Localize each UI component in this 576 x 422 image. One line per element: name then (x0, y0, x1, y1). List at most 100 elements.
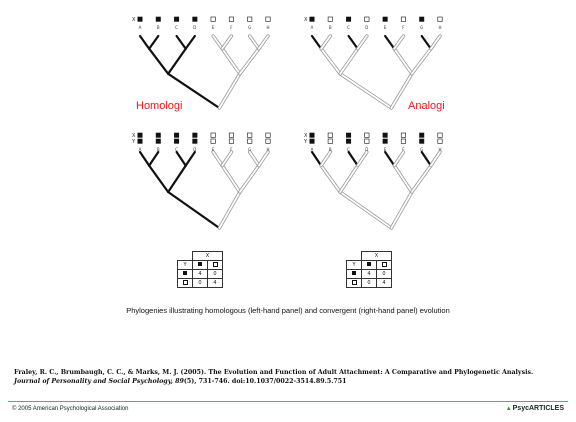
white-square-icon (376, 260, 392, 270)
copyright-notice: © 2005 American Psychological Associatio… (12, 406, 129, 412)
branch-terminal (320, 35, 332, 50)
branch-internal (410, 164, 432, 193)
trait-x-marker (327, 132, 333, 138)
psycarticles-logo: ▲PsycARTICLES (506, 405, 564, 412)
branch-terminal (347, 150, 359, 167)
trait-y-marker (437, 138, 443, 144)
trait-y-marker (192, 138, 198, 144)
branch-root-left (339, 191, 393, 229)
trait-y-marker (364, 138, 370, 144)
homology-label: Homologi (136, 100, 183, 112)
branch-internal (320, 164, 342, 193)
black-square-icon (346, 269, 362, 279)
matrix-cell: 4 (192, 269, 208, 279)
branch-terminal (221, 35, 233, 50)
branch-root-left (167, 190, 221, 230)
black-square-icon (361, 260, 377, 270)
tip-label: B (157, 147, 160, 152)
branch-root-right (390, 72, 413, 109)
tip-label: A (139, 25, 142, 30)
branch-internal (410, 47, 432, 75)
branch-terminal (356, 151, 368, 167)
black-square-icon (192, 260, 208, 270)
trait-x-marker (265, 16, 271, 22)
branch-internal (339, 47, 359, 75)
figure-caption: Phylogenies illustrating homologous (lef… (126, 306, 450, 315)
branch-root-right (218, 72, 241, 109)
trait-x-marker (437, 16, 443, 22)
branch-internal (221, 164, 241, 193)
trait-y-marker (137, 138, 143, 144)
branch-terminal (347, 34, 359, 50)
matrix-corner (177, 251, 193, 261)
tip-label: E (384, 25, 387, 30)
branch-terminal (138, 34, 151, 50)
tip-label: A (311, 25, 314, 30)
branch-internal (393, 164, 413, 193)
trait-x-marker (137, 16, 143, 22)
trait-x-marker (247, 16, 253, 22)
brand-name: PsycARTICLES (512, 405, 564, 412)
tip-label: B (157, 25, 160, 30)
branch-terminal (212, 35, 224, 50)
tip-label: F (402, 147, 405, 152)
branch-terminal (356, 35, 368, 50)
trait-x-marker (327, 16, 333, 22)
tip-label: B (329, 147, 332, 152)
trait-y-marker (327, 138, 333, 144)
trait-x-label: X (304, 17, 308, 23)
matrix-header: X (361, 251, 392, 261)
branch-internal (238, 47, 260, 75)
trait-x-marker (382, 132, 388, 138)
trait-y-marker (228, 138, 234, 144)
trait-x-marker (400, 132, 406, 138)
tip-label: E (212, 25, 215, 30)
tip-label: H (438, 147, 441, 152)
tip-label: B (329, 25, 332, 30)
trait-x-marker (228, 132, 234, 138)
branch-terminal (221, 151, 233, 167)
tip-label: E (212, 147, 215, 152)
citation: Fraley, R. C., Brumbaugh, C. C., & Marks… (14, 369, 554, 386)
matrix-row-label: Y (346, 260, 362, 270)
matrix-corner (346, 251, 362, 261)
matrix-cell: 4 (376, 278, 392, 288)
trait-y-marker (309, 138, 315, 144)
tip-label: D (193, 147, 196, 152)
branch-terminal (310, 34, 323, 50)
trait-x-marker (265, 132, 271, 138)
leaf-icon: ▲ (505, 406, 512, 412)
branch-root-right (390, 191, 413, 229)
trait-x-label: X (132, 133, 136, 139)
trait-x-label: X (132, 17, 136, 23)
branch-terminal (384, 150, 396, 167)
branch-internal (320, 47, 342, 75)
branch-terminal (429, 151, 441, 167)
branch-terminal (175, 34, 187, 50)
branch-internal (221, 47, 241, 75)
branch-internal (148, 47, 170, 75)
trait-x-marker (309, 132, 315, 138)
citation-pages-doi: (5), 731-746. doi:10.1037/0022-3514.89.5… (183, 377, 347, 385)
tip-label: D (365, 25, 368, 30)
tip-label: H (266, 25, 269, 30)
trait-x-marker (174, 16, 180, 22)
branch-terminal (148, 34, 160, 50)
trait-x-marker (210, 132, 216, 138)
trait-x-marker (419, 132, 425, 138)
tip-label: A (139, 147, 142, 152)
citation-authors-title: Fraley, R. C., Brumbaugh, C. C., & Marks… (14, 369, 534, 376)
tip-label: F (230, 147, 233, 152)
matrix-cell: 0 (376, 269, 392, 279)
trait-x-marker (174, 132, 180, 138)
trait-y-marker (210, 138, 216, 144)
trait-x-marker (137, 132, 143, 138)
branch-terminal (320, 151, 332, 167)
branch-internal (148, 164, 170, 194)
trait-x-label: X (304, 133, 308, 139)
white-square-icon (207, 260, 223, 270)
tip-label: C (175, 25, 178, 30)
trait-x-marker (364, 16, 370, 22)
